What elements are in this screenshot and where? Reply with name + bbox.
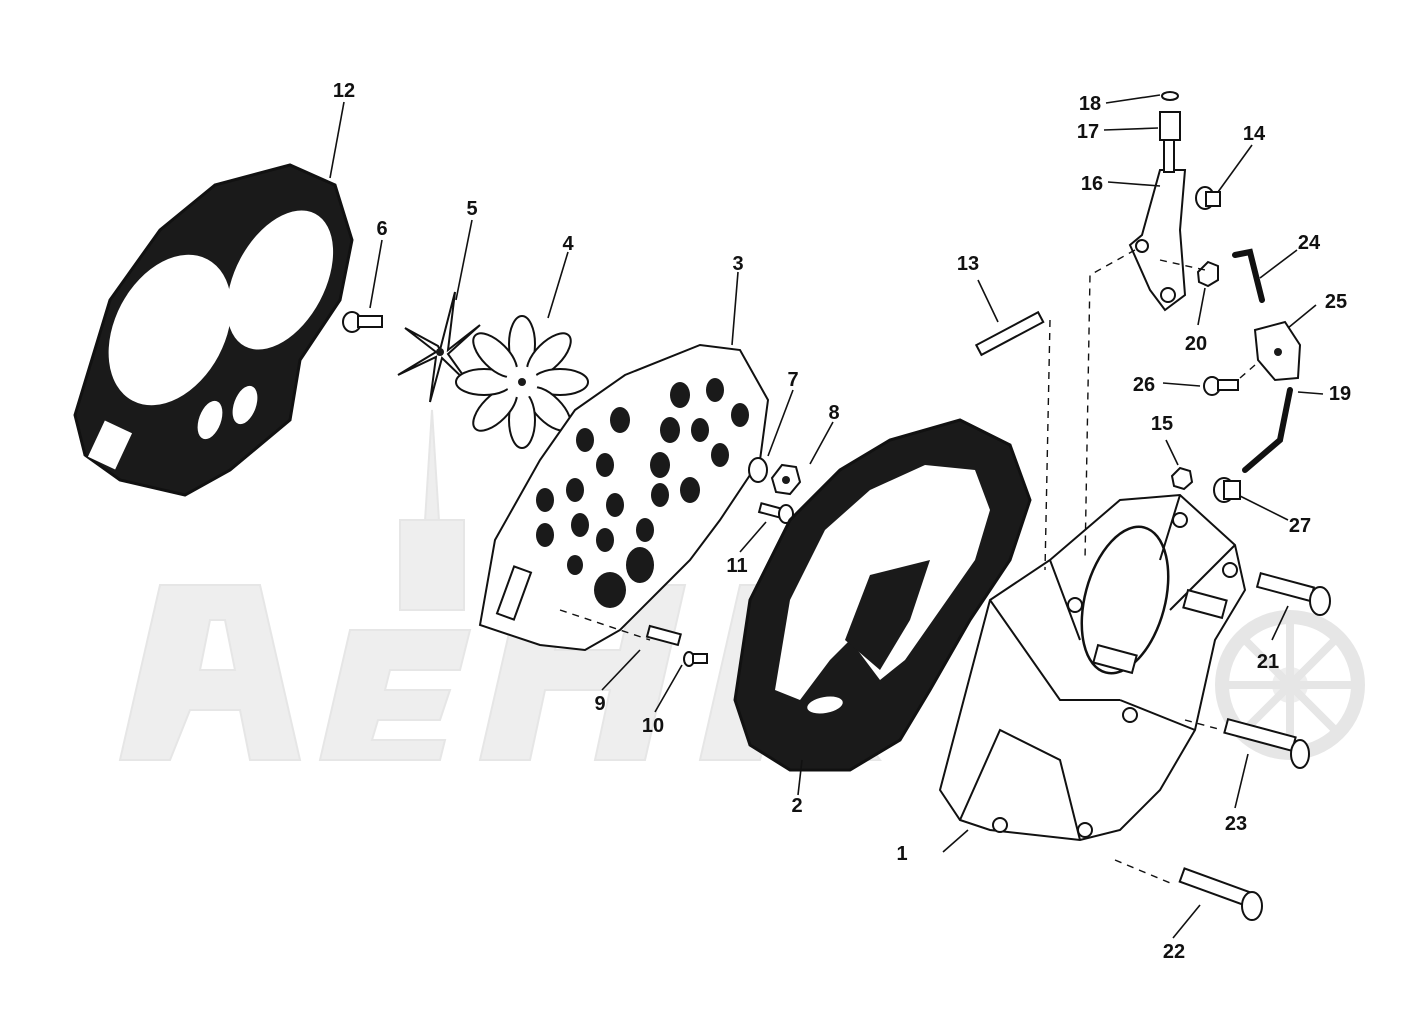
pump-housing <box>938 493 1247 842</box>
callout-14: 14 <box>1243 123 1266 145</box>
assembly-line <box>1184 719 1223 731</box>
screw-22 <box>1178 867 1263 921</box>
callout-23: 23 <box>1225 813 1247 835</box>
screw-small <box>342 311 383 333</box>
screw-23 <box>1223 717 1310 769</box>
retaining-ring <box>1161 91 1179 101</box>
callout-4: 4 <box>562 233 574 255</box>
lever-nut <box>1196 260 1219 288</box>
flower-valve <box>455 315 589 449</box>
bushing <box>1195 186 1221 210</box>
lever-arm <box>1128 139 1187 312</box>
callout-2: 2 <box>791 795 802 817</box>
housing-nut <box>1170 466 1194 491</box>
assembly-line <box>1084 249 1136 561</box>
screw-21 <box>1255 572 1331 616</box>
assembly-line <box>559 609 651 641</box>
callout-22: 22 <box>1163 941 1185 963</box>
callout-9: 9 <box>594 693 605 715</box>
callout-7: 7 <box>787 369 798 391</box>
callout-10: 10 <box>642 715 664 737</box>
rod-fitting <box>1213 477 1241 503</box>
callout-20: 20 <box>1185 333 1207 355</box>
assembly-line <box>1044 319 1051 571</box>
link-rod <box>1232 248 1265 303</box>
assembly-line <box>1239 364 1256 379</box>
washer <box>748 457 768 483</box>
control-rod <box>1242 387 1293 473</box>
valve-plate <box>478 343 770 652</box>
callout-8: 8 <box>828 402 839 424</box>
stud <box>974 310 1045 357</box>
callout-13: 13 <box>957 253 979 275</box>
leader-lines <box>329 94 1324 939</box>
callout-17: 17 <box>1077 121 1099 143</box>
gasket-housing <box>733 418 1032 772</box>
callout-26: 26 <box>1133 374 1155 396</box>
callout-12: 12 <box>333 80 355 102</box>
dowel-pin <box>645 624 682 647</box>
callout-3: 3 <box>732 253 743 275</box>
callout-18: 18 <box>1079 93 1101 115</box>
callout-25: 25 <box>1325 291 1347 313</box>
callout-24: 24 <box>1298 232 1321 254</box>
assembly-line <box>1114 859 1176 886</box>
screw-plate <box>757 502 794 524</box>
callout-1: 1 <box>896 843 907 865</box>
callout-19: 19 <box>1329 383 1351 405</box>
bracket-screw <box>1203 376 1239 396</box>
callout-21: 21 <box>1257 651 1279 673</box>
callout-27: 27 <box>1289 515 1311 537</box>
callout-5: 5 <box>466 198 477 220</box>
callout-6: 6 <box>376 218 387 240</box>
callout-15: 15 <box>1151 413 1173 435</box>
gasket-large-double-bore <box>73 163 354 497</box>
spacer-sleeve <box>1159 111 1181 141</box>
callout-11: 11 <box>726 555 747 577</box>
screw-tiny <box>683 651 708 667</box>
callout-16: 16 <box>1081 173 1103 195</box>
